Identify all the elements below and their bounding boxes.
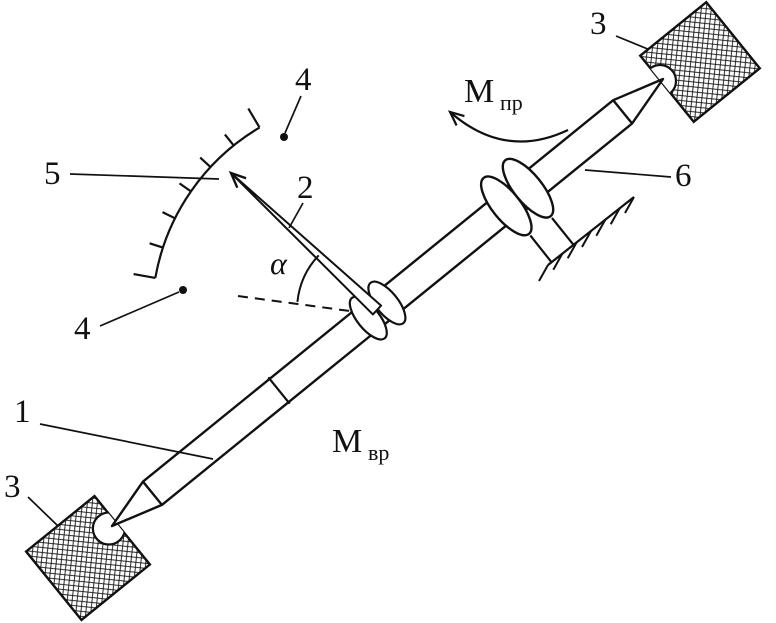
label-scale-mark-top: 4: [295, 62, 312, 98]
bearing-ring: [479, 157, 555, 237]
leader-anchor-bottom: [27, 496, 59, 527]
leader-support: [584, 169, 672, 178]
label-angle-alpha: α: [270, 245, 288, 281]
label-moment-applied-subscript: пр: [500, 90, 523, 115]
cone-base-line: [142, 480, 163, 506]
scale-limit-dot-top: [280, 133, 288, 141]
anchor-block-top: [638, 0, 762, 124]
bearing-bracket-line: [551, 217, 575, 246]
label-anchor-top: 3: [590, 6, 607, 42]
label-moment-twisting: М: [332, 423, 362, 460]
dashed-reference-line: [237, 295, 373, 315]
label-scale: 5: [44, 156, 61, 192]
rotation-arrowhead: [447, 110, 465, 126]
cone-base-line: [612, 99, 634, 125]
label-moment-applied: М: [464, 73, 494, 110]
bearing-bracket-line: [529, 234, 553, 263]
scale-limit-dot-bottom: [179, 286, 187, 294]
label-support: 6: [675, 158, 692, 194]
label-pointer: 2: [297, 170, 314, 206]
leader-scale-mark-top: [284, 95, 302, 134]
leader-lines: [27, 35, 672, 527]
moment-rotation-arrow: [447, 110, 569, 143]
leader-scale: [69, 173, 220, 180]
shaft-section-mark: [267, 376, 291, 405]
leader-pointer: [288, 202, 304, 229]
angle-arc: [296, 254, 320, 303]
needle-arrowhead: [228, 170, 247, 189]
scale-arc: [154, 126, 261, 279]
leader-scale-mark-bottom: [99, 291, 180, 327]
label-shaft: 1: [14, 394, 31, 430]
label-moment-twisting-subscript: вр: [368, 440, 389, 465]
leader-anchor-top: [615, 35, 650, 51]
leader-shaft: [39, 423, 214, 460]
anchor-block-bottom: [24, 494, 152, 622]
graduated-scale: [133, 107, 288, 294]
label-anchor-bottom: 3: [4, 469, 21, 505]
pointer-needle: [228, 170, 383, 316]
label-scale-mark-bottom: 4: [74, 311, 91, 347]
wall-support-hatching: [529, 196, 635, 282]
